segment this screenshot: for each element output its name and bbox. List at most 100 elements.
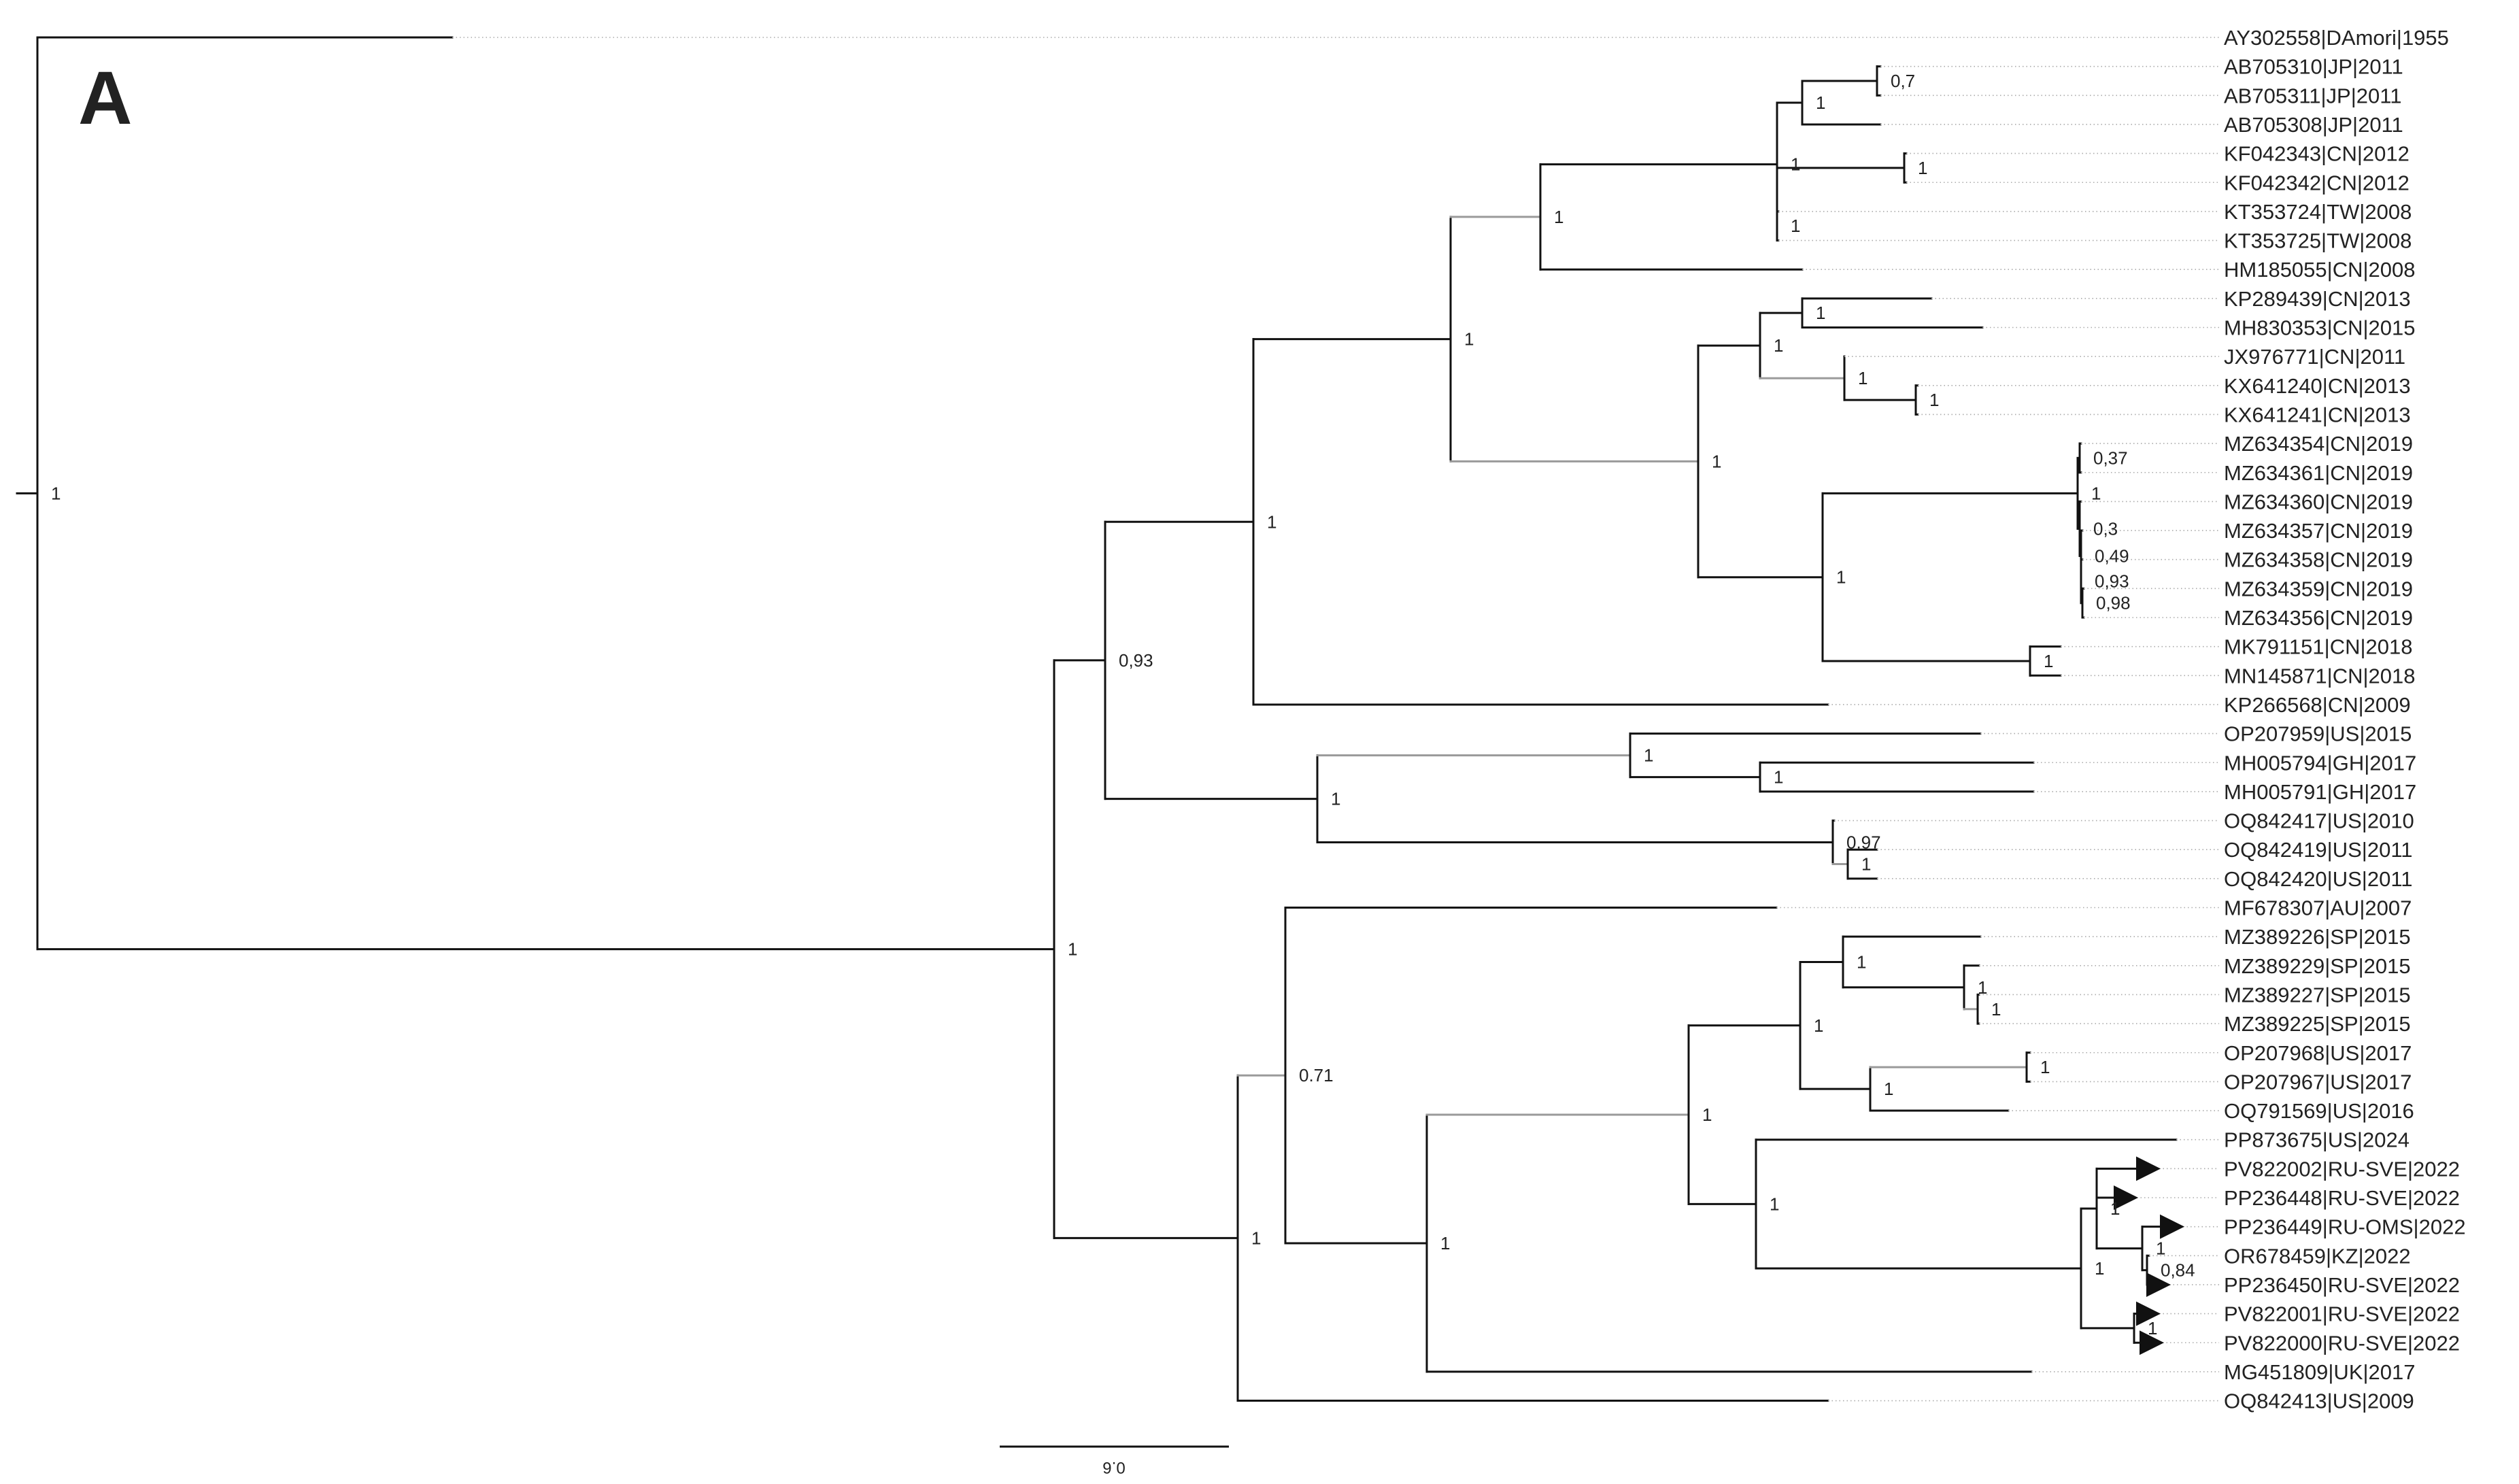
tree-branches [16,36,2219,1402]
tip-label-kf042343: KF042343|CN|2012 [2224,142,2410,166]
tip-label-kx641241: KX641241|CN|2013 [2224,403,2411,426]
support-value: 1 [1251,1228,1261,1248]
tip-label-oq791569: OQ791569|US|2016 [2224,1099,2414,1123]
support-value: 1 [1331,789,1340,809]
tip-label-or678459: OR678459|KZ|2022 [2224,1244,2411,1268]
tip-label-mz634357: MZ634357|CN|2019 [2224,519,2413,543]
support-value: 1 [2044,651,2053,671]
support-value: 1 [1991,999,2001,1019]
collapsed-clade-triangle [2114,1185,2138,1210]
support-value: 0,49 [2095,545,2129,566]
scale-bar-label: 0.6 [1102,1458,1125,1477]
tip-label-mn145871: MN145871|CN|2018 [2224,664,2416,688]
support-value: 1 [2148,1318,2157,1338]
tip-label-mz634354: MZ634354|CN|2019 [2224,432,2413,456]
collapsed-clade-triangle [2146,1272,2171,1297]
panel-letter: A [78,56,132,140]
tip-label-pv822001: PV822001|RU-SVE|2022 [2224,1302,2460,1326]
support-value: 1 [1644,745,1653,766]
support-value: 1 [1816,303,1825,323]
tip-label-mh005794: MH005794|GH|2017 [2224,751,2416,775]
tip-label-pp236450: PP236450|RU-SVE|2022 [2224,1273,2460,1297]
tip-label-mz389229: MZ389229|SP|2015 [2224,954,2411,978]
support-value: 0,98 [2096,593,2131,613]
tip-label-jx976771: JX976771|CN|2011 [2224,345,2405,369]
tip-label-pp236449: PP236449|RU-OMS|2022 [2224,1215,2466,1239]
support-value: 1 [2110,1198,2120,1219]
collapsed-clade-triangle [2136,1156,2161,1181]
tip-label-ab705311: AB705311|JP|2011 [2224,84,2401,107]
support-value: 1 [2040,1057,2050,1077]
tip-label-kt353724: KT353724|TW|2008 [2224,200,2412,224]
tip-label-ay302558: AY302558|DAmori|1955 [2224,26,2449,50]
tip-label-ab705308: AB705308|JP|2011 [2224,113,2403,137]
tip-label-mz389225: MZ389225|SP|2015 [2224,1012,2411,1036]
support-value: 1 [1918,158,1927,178]
support-value: 1 [2095,1258,2104,1279]
support-value: 1 [1978,977,1987,998]
tip-label-oq842413: OQ842413|US|2009 [2224,1389,2414,1413]
support-value: 1 [1791,216,1800,236]
tip-label-mf678307: MF678307|AU|2007 [2224,896,2412,920]
support-value: 0,7 [1891,71,1915,91]
tip-label-kp289439: KP289439|CN|2013 [2224,287,2411,311]
tip-label-pv822002: PV822002|RU-SVE|2022 [2224,1157,2460,1181]
support-value: 0,37 [2093,448,2128,468]
tip-label-oq842420: OQ842420|US|2011 [2224,867,2413,891]
tip-label-oq842419: OQ842419|US|2011 [2224,838,2413,862]
support-value: 1 [1068,939,1077,960]
tip-label-kt353725: KT353725|TW|2008 [2224,229,2412,253]
support-value: 1 [1440,1233,1450,1253]
support-value: 1 [1791,154,1800,175]
support-value: 1 [1929,390,1939,410]
support-value: 1 [1774,335,1783,356]
tip-label-mz389226: MZ389226|SP|2015 [2224,925,2411,949]
tip-label-mz634358: MZ634358|CN|2019 [2224,548,2413,572]
support-value: 1 [1884,1079,1893,1099]
support-value: 1 [51,483,61,503]
support-value: 1 [1464,329,1474,350]
support-value: 1 [1554,207,1563,227]
support-value: 0.97 [1846,832,1881,853]
tip-label-kx641240: KX641240|CN|2013 [2224,374,2411,398]
support-value: 0,93 [1119,650,1153,671]
tip-label-hm185055: HM185055|CN|2008 [2224,258,2416,282]
support-value: 0.71 [1299,1065,1334,1085]
support-value: 1 [1836,567,1846,588]
tip-label-op207959: OP207959|US|2015 [2224,722,2412,746]
tip-label-op207967: OP207967|US|2017 [2224,1070,2412,1094]
tip-label-oq842417: OQ842417|US|2010 [2224,809,2414,833]
support-value: 1 [1816,92,1825,113]
support-value: 1 [1770,1194,1779,1214]
tip-label-mz634360: MZ634360|CN|2019 [2224,490,2413,513]
tip-label-pv822000: PV822000|RU-SVE|2022 [2224,1331,2460,1355]
tip-label-mz389227: MZ389227|SP|2015 [2224,983,2411,1007]
support-value: 1 [1712,451,1721,471]
support-value: 1 [1774,767,1783,788]
support-value: 1 [1858,368,1867,388]
tip-label-pp236448: PP236448|RU-SVE|2022 [2224,1186,2460,1210]
tip-label-mz634359: MZ634359|CN|2019 [2224,577,2413,601]
tip-label-mg451809: MG451809|UK|2017 [2224,1360,2416,1384]
tip-label-mz634361: MZ634361|CN|2019 [2224,461,2413,485]
support-value: 1 [1861,854,1871,875]
collapsed-clade-triangle [2140,1330,2164,1355]
support-value: 1 [1267,511,1277,532]
tree-labels: 1AY302558|DAmori|195510,93111110,7AB7053… [51,26,2466,1413]
tip-label-mh005791: MH005791|GH|2017 [2224,780,2416,804]
support-value: 1 [1702,1104,1712,1125]
support-value: 1 [1857,951,1866,972]
tip-label-mh830353: MH830353|CN|2015 [2224,316,2416,340]
tip-label-pp873675: PP873675|US|2024 [2224,1128,2410,1152]
tip-label-mk791151: MK791151|CN|2018 [2224,635,2413,659]
support-value: 1 [2156,1238,2165,1259]
tip-label-kp266568: KP266568|CN|2009 [2224,693,2411,717]
tip-label-mz634356: MZ634356|CN|2019 [2224,606,2413,630]
collapsed-clade-triangle [2136,1301,2161,1326]
support-value: 0,3 [2093,518,2118,539]
support-value: 0,84 [2161,1260,2195,1281]
support-value: 0,93 [2095,571,2129,592]
collapsed-clade-triangle [2160,1214,2184,1239]
support-value: 1 [1814,1015,1823,1036]
